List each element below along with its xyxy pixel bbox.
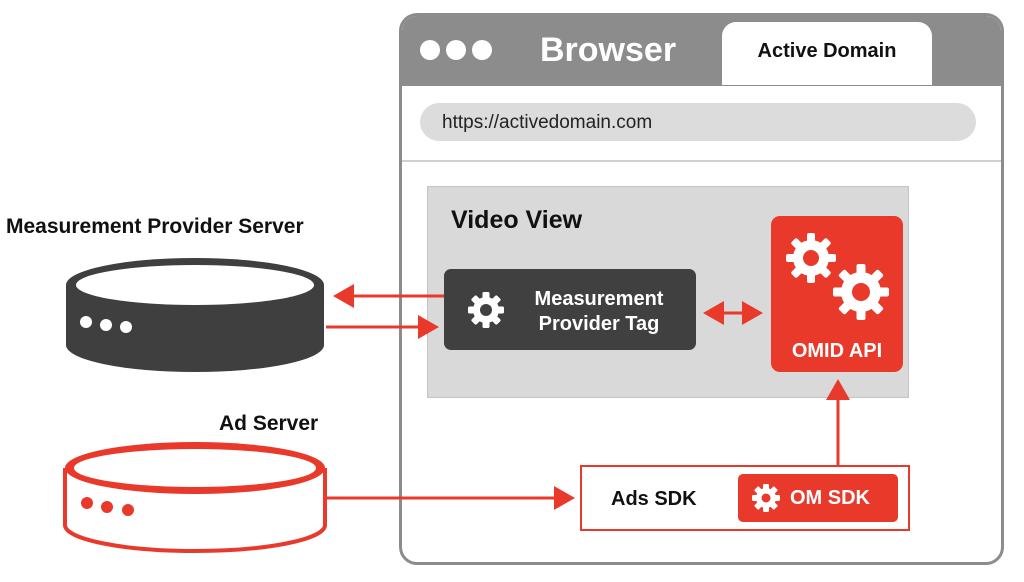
video-view-title: Video View: [451, 206, 583, 234]
gear-icon: [786, 233, 836, 283]
ads-sdk-label: Ads SDK: [611, 488, 697, 510]
measurement-tag-line2: Provider Tag: [538, 313, 660, 335]
om-sdk-label: OM SDK: [790, 487, 870, 509]
omid-api-label: OMID API: [791, 340, 883, 362]
ad-server-label: Ad Server: [219, 412, 319, 435]
gear-icon: [752, 484, 780, 512]
url-text: https://activedomain.com: [442, 112, 653, 133]
browser-title: Browser: [540, 31, 677, 69]
measurement-server-label: Measurement Provider Server: [6, 215, 304, 238]
measurement-tag-line1: Measurement: [534, 288, 664, 310]
measurement-server-icon: [66, 258, 324, 372]
gear-icon: [833, 264, 889, 320]
gear-icon: [468, 292, 504, 328]
tab-active-domain[interactable]: Active Domain: [722, 22, 932, 85]
ad-server-icon: [63, 442, 327, 553]
tab-label: Active Domain: [757, 40, 897, 62]
address-bar[interactable]: https://activedomain.com: [420, 103, 976, 141]
toolbar-divider: [402, 160, 1001, 162]
flow-arrows: [325, 284, 850, 510]
